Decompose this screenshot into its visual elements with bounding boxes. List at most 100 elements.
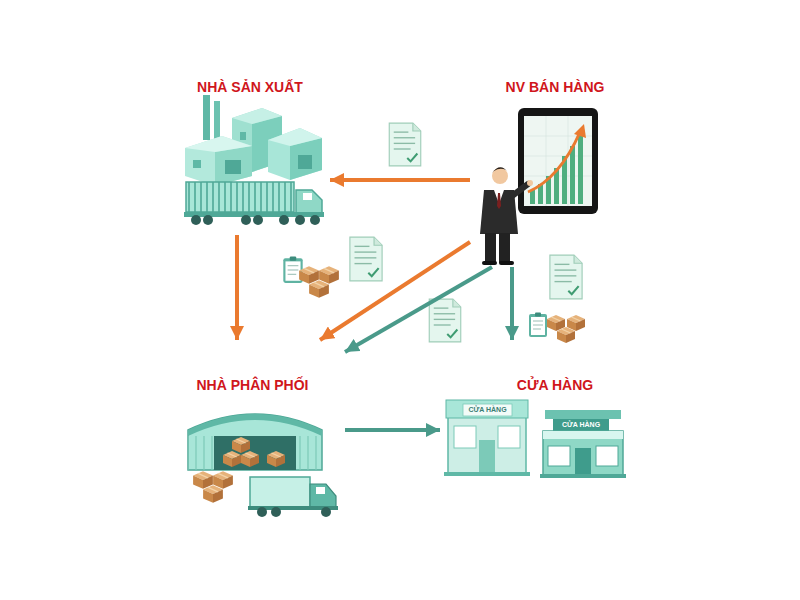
- warehouse-illustration-part: [241, 451, 259, 467]
- factory-illustration-part: [298, 155, 312, 169]
- factory-illustration-part-part: [253, 215, 263, 225]
- factory-illustration-part-part: [295, 215, 305, 225]
- stage-node: NHÀ SẢN XUẤT: [170, 72, 330, 235]
- salesman-illustration-part: [485, 233, 496, 263]
- stage-heading: NHÀ SẢN XUẤT: [170, 78, 330, 96]
- warehouse-illustration-part: [213, 471, 233, 489]
- store-illustration: [444, 400, 626, 478]
- salesman-illustration-part: [492, 167, 508, 173]
- document-icons-part: [429, 299, 461, 342]
- warehouse-illustration-part: [310, 484, 336, 508]
- salesman-illustration-part: [528, 132, 580, 192]
- document-icons-part: [547, 315, 565, 331]
- factory-illustration-part: [268, 128, 322, 146]
- factory-illustration-part: [191, 215, 320, 225]
- flow-arrow: [345, 267, 492, 352]
- store-illustration-part: [596, 446, 618, 466]
- document-icons-part: [319, 266, 339, 284]
- factory-illustration-part-part: [191, 215, 201, 225]
- warehouse-illustration-part: [250, 477, 310, 507]
- store-sign-text: CỬA HÀNG: [458, 404, 518, 416]
- warehouse-illustration-part: [267, 451, 285, 467]
- factory-illustration-part-part: [203, 215, 213, 225]
- factory-illustration-part-part: [241, 215, 251, 225]
- factory-illustration-part: [185, 136, 252, 186]
- warehouse-illustration-part-part: [271, 507, 281, 517]
- store-illustration-part: [543, 431, 623, 439]
- factory-illustration-part: [268, 128, 322, 180]
- store-illustration-part: [540, 474, 626, 478]
- factory-illustration-part: [303, 193, 312, 200]
- warehouse-illustration-part: [193, 471, 213, 489]
- store-illustration-part: [575, 448, 591, 475]
- store-illustration-part: [479, 440, 495, 474]
- store-sign-text: CỬA HÀNG: [551, 419, 611, 431]
- factory-illustration: [184, 95, 324, 225]
- factory-illustration-part: [215, 146, 252, 186]
- warehouse-illustration-part: [316, 487, 325, 494]
- salesman-illustration-part: [499, 261, 514, 265]
- document-icons-part: [350, 237, 382, 281]
- factory-illustration-part: [203, 95, 210, 140]
- salesman-illustration-part: [499, 233, 510, 263]
- stage-heading: NHÀ PHÂN PHỐI: [180, 376, 325, 394]
- salesman-illustration-part-part: [568, 116, 569, 206]
- store-illustration-part: [448, 416, 526, 474]
- salesman-illustration: [480, 108, 598, 265]
- document-icons: [283, 123, 585, 343]
- salesman-illustration-part: [518, 108, 598, 214]
- salesman-illustration-part: [524, 116, 592, 206]
- warehouse-illustration-part: [188, 436, 322, 470]
- warehouse-illustration: [188, 414, 338, 517]
- factory-illustration-part: [186, 182, 294, 212]
- factory-illustration-part: [296, 190, 322, 214]
- document-icons-part: [557, 327, 575, 343]
- store-illustration-part: [543, 431, 623, 475]
- warehouse-illustration-part: [188, 414, 322, 436]
- document-icons-part: [567, 315, 585, 331]
- salesman-illustration-part: [492, 168, 508, 184]
- salesman-illustration-part: [524, 116, 592, 206]
- document-icons-part: [389, 123, 421, 166]
- flow-arrow: [235, 235, 239, 340]
- factory-illustration-part: [225, 160, 241, 174]
- warehouse-illustration-part: [188, 414, 322, 470]
- store-illustration-part: [498, 426, 520, 448]
- salesman-illustration-part: [512, 184, 528, 196]
- store-illustration-part: [454, 426, 476, 448]
- salesman-illustration-part: [574, 124, 586, 138]
- salesman-illustration-part: [497, 193, 501, 209]
- flow-arrow: [330, 178, 470, 182]
- stage-node: NHÀ PHÂN PHỐI: [180, 340, 345, 525]
- factory-illustration-part: [232, 108, 282, 124]
- salesman-illustration-part: [482, 261, 497, 265]
- salesman-illustration-part-part: [578, 134, 583, 204]
- factory-illustration-part: [186, 182, 294, 212]
- factory-illustration-part: [214, 101, 220, 141]
- stage-heading: CỬA HÀNG: [440, 376, 670, 394]
- salesman-illustration-part-part: [570, 146, 575, 204]
- flow-arrow: [345, 428, 440, 432]
- factory-illustration-part: [240, 132, 246, 140]
- warehouse-illustration-part: [257, 507, 331, 517]
- document-icons-part: [309, 280, 329, 298]
- factory-illustration-part-part: [310, 215, 320, 225]
- store-illustration-part: [545, 410, 621, 419]
- document-icons-part: [299, 266, 319, 284]
- warehouse-illustration-part: [232, 437, 250, 453]
- warehouse-illustration-part: [223, 451, 241, 467]
- warehouse-illustration-part-part: [321, 507, 331, 517]
- salesman-illustration-part: [527, 180, 533, 186]
- stage-node: NV BÁN HÀNG: [470, 72, 640, 267]
- document-icons-part: [550, 255, 582, 299]
- factory-illustration-part: [193, 160, 201, 168]
- warehouse-illustration-part: [214, 436, 296, 470]
- store-illustration-part: [446, 400, 528, 418]
- factory-illustration-part-part: [279, 215, 289, 225]
- document-icons-part: [529, 313, 547, 338]
- warehouse-illustration-part: [203, 485, 223, 503]
- stage-heading: NV BÁN HÀNG: [470, 78, 640, 96]
